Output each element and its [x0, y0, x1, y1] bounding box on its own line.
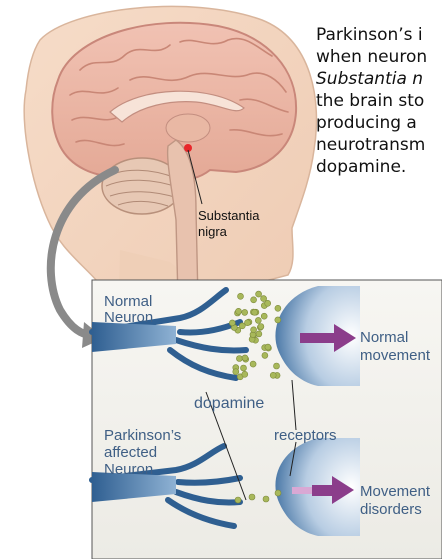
dopamine-dot: [235, 497, 241, 503]
substantia-nigra-label-2: nigra: [198, 224, 228, 239]
dopamine-dot: [275, 317, 281, 323]
caption-line-italic: Substantia n: [316, 68, 442, 90]
caption-line: neurotransm: [316, 134, 442, 156]
dopamine-dot: [250, 361, 256, 367]
dopamine-dot: [258, 324, 264, 330]
dopamine-dot: [242, 371, 248, 377]
caption-text: Parkinson’s i when neuron Substantia n t…: [316, 24, 442, 178]
dopamine-label: dopamine: [194, 395, 264, 412]
normal-neuron-label-2: Neuron: [104, 309, 153, 326]
synapse-panel: Normal Neuron Normal movement dopamine r…: [92, 280, 442, 559]
dopamine-dot: [261, 313, 267, 319]
dopamine-dot: [238, 293, 244, 299]
dopamine-dot: [251, 327, 257, 333]
dopamine-dot: [256, 331, 262, 337]
affected-neuron-label-2: affected: [104, 444, 157, 461]
substantia-nigra-label: Substantia: [198, 208, 260, 223]
dopamine-dot: [229, 320, 235, 326]
dopamine-dot: [236, 356, 242, 362]
normal-movement-label-2: movement: [360, 347, 431, 364]
dopamine-dot: [265, 344, 271, 350]
dopamine-dot: [262, 352, 268, 358]
dopamine-dot: [255, 317, 261, 323]
movement-disorders-label-2: disorders: [360, 501, 422, 518]
dopamine-dot: [233, 369, 239, 375]
thalamus: [166, 114, 210, 142]
caption-line: when neuron: [316, 46, 442, 68]
affected-neuron-label-3: Neuron: [104, 461, 153, 478]
dopamine-dot: [239, 323, 245, 329]
dopamine-dot: [270, 372, 276, 378]
dopamine-dot: [274, 363, 280, 369]
normal-movement-label: Normal: [360, 329, 408, 346]
affected-neuron-label: Parkinson’s: [104, 427, 181, 444]
receptors-label: receptors: [274, 427, 337, 444]
dopamine-dot: [275, 490, 281, 496]
dopamine-dot: [265, 300, 271, 306]
caption-line: Parkinson’s i: [316, 24, 442, 46]
dopamine-dot: [242, 309, 248, 315]
dopamine-dot: [241, 365, 247, 371]
dopamine-dot: [242, 355, 248, 361]
caption-line: the brain sto: [316, 90, 442, 112]
movement-disorders-label: Movement: [360, 483, 431, 500]
dopamine-dot: [275, 305, 281, 311]
caption-line: dopamine.: [316, 156, 442, 178]
normal-neuron-label: Normal: [104, 293, 152, 310]
dopamine-dot: [252, 309, 258, 315]
dopamine-dot: [249, 494, 255, 500]
caption-line: producing a: [316, 112, 442, 134]
dopamine-dot: [263, 496, 269, 502]
dopamine-dot: [256, 291, 262, 297]
dopamine-dot: [251, 297, 257, 303]
dopamine-dot: [236, 308, 242, 314]
